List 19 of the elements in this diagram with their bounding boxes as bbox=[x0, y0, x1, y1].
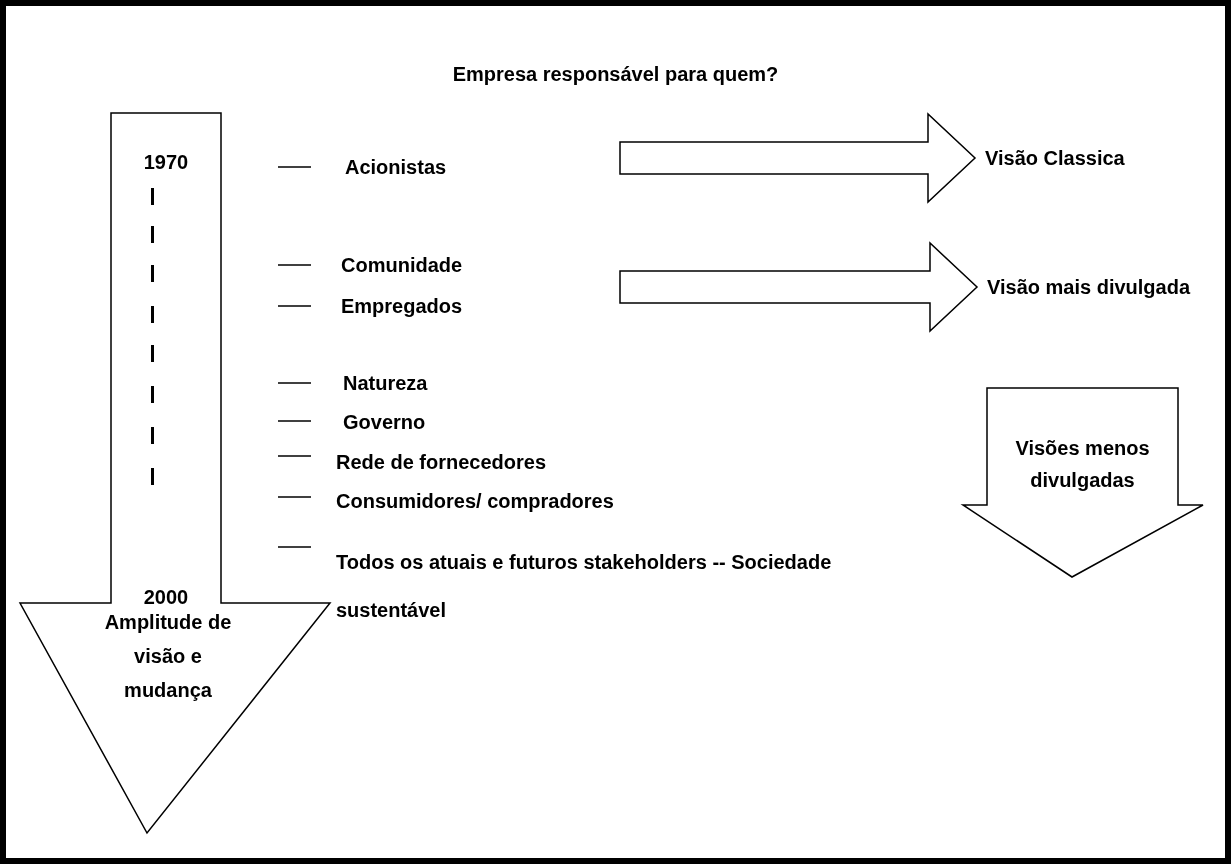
arrow-caption: Amplitude de visão e mudança bbox=[103, 610, 233, 703]
year-label: 2000 bbox=[142, 585, 190, 610]
down-block-arrow bbox=[963, 388, 1203, 577]
view-label: Visão Classica bbox=[985, 146, 1125, 170]
block-arrow bbox=[619, 241, 979, 333]
stakeholder-text: Comunidade bbox=[341, 253, 463, 277]
view-label: Visão mais divulgada bbox=[987, 275, 1191, 299]
stakeholder-text: Todos os atuais e futuros stakeholders -- Sociedade sustentável bbox=[336, 550, 833, 623]
stakeholder-text: Rede de fornecedores bbox=[336, 450, 547, 474]
timeline-arrow bbox=[20, 113, 330, 833]
stakeholder-text: Consumidores/ compradores bbox=[336, 489, 614, 513]
title: Empresa responsável para quem? bbox=[451, 62, 780, 86]
arrow-caption: Visões menos divulgadas bbox=[1014, 436, 1151, 493]
stakeholder-text: Acionistas bbox=[345, 155, 447, 179]
year-label: 1970 bbox=[142, 150, 190, 175]
stakeholder-text: Empregados bbox=[341, 294, 463, 318]
block-arrow bbox=[619, 112, 977, 204]
stakeholder-text: Governo bbox=[343, 410, 426, 434]
stakeholder-text: Natureza bbox=[343, 371, 428, 395]
